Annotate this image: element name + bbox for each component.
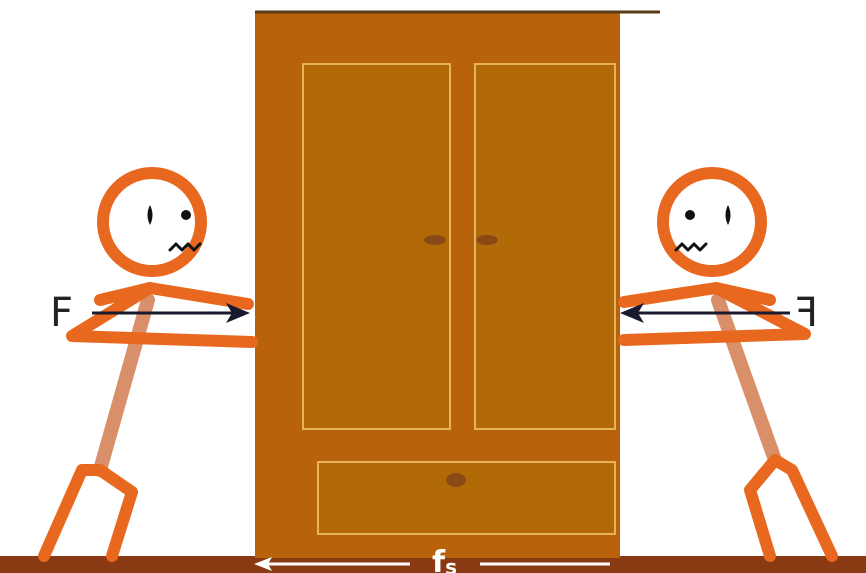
left-person-back-leg <box>100 300 148 470</box>
wardrobe <box>255 12 660 558</box>
left-person-head <box>103 173 201 271</box>
wardrobe-drawer <box>318 462 615 534</box>
wardrobe-door-right <box>475 64 615 429</box>
right-person-back-leg <box>718 300 775 460</box>
left-person-foot <box>100 470 132 556</box>
door-knob-left <box>424 235 446 245</box>
person-right <box>624 173 832 556</box>
right-person-leg <box>775 460 832 556</box>
left-person-leg <box>44 470 100 556</box>
right-person-head <box>663 173 761 271</box>
right-person-eye <box>685 210 695 220</box>
left-person-eye <box>181 210 191 220</box>
force-arrow-right <box>620 303 790 323</box>
person-left <box>44 173 252 556</box>
friction-label-main: f <box>432 545 446 573</box>
force-label-left: F <box>50 290 73 336</box>
force-label-right: F <box>795 290 818 336</box>
wardrobe-door-left <box>303 64 450 429</box>
friction-label-subscript: s <box>445 555 457 573</box>
door-knob-right <box>476 235 498 245</box>
drawer-knob <box>446 473 466 487</box>
right-person-foot <box>750 460 775 556</box>
